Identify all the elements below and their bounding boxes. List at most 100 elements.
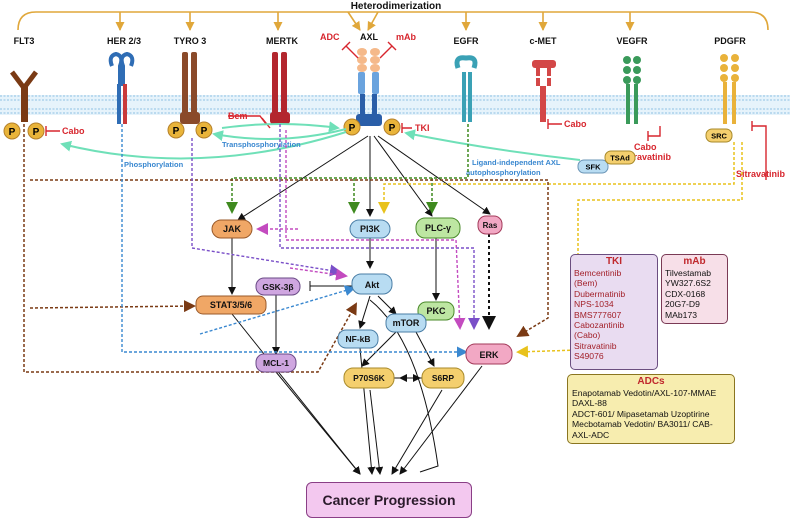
magenta-dashed-arrows [256, 130, 466, 330]
receptor-label-axl: AXL [360, 32, 379, 42]
src-label: SRC [711, 132, 727, 141]
adc-legend: ADCs Enapotamab Vedotin/AXL-107-MMAE DAX… [567, 374, 735, 444]
tki-item: Cabozantinib [574, 320, 625, 331]
receptor-label-pdgfr: PDGFR [714, 36, 746, 46]
pathway-nodes: JAK PI3K PLC-γ Ras GSK-3β Akt PKC STAT3/… [195, 215, 513, 389]
pkc-label: PKC [426, 306, 446, 316]
transphosphorylation-label: Transphosphorylation [222, 140, 301, 149]
bem-label: Bem [228, 111, 248, 121]
akt-label: Akt [365, 280, 380, 290]
tki-item: Dubermatinib [574, 288, 626, 299]
mab-item: MAb173 [665, 309, 698, 320]
cabo-vegfr-label: Cabo [634, 142, 657, 152]
purple-dashed-arrows [191, 124, 480, 330]
jak-label: JAK [223, 224, 242, 234]
mab-legend: mAb Tilvestamab YW327.6S2 CDX-0168 20G7-… [661, 254, 728, 324]
mtor-node [385, 313, 427, 333]
mab-legend-title: mAb [683, 256, 706, 267]
tki-item: NPS-1034 [574, 299, 614, 310]
ras-node [477, 215, 503, 235]
mab-item: YW327.6S2 [665, 278, 711, 289]
tki-item: BMS777607 [574, 309, 622, 320]
erk-label: ERK [479, 350, 499, 360]
receptor-label-egfr: EGFR [453, 36, 479, 46]
title-backdrop [340, 0, 450, 11]
tsad-node [604, 150, 636, 165]
cabo-flt3-label: Cabo [62, 126, 85, 136]
adc-legend-title: ADCs [637, 376, 665, 387]
sitra-pdgfr-label: Sitravatinib [736, 169, 786, 179]
flt3-phospho-right: P [33, 127, 40, 138]
tki-item: Bemcentinib [574, 268, 622, 278]
pi3k-node [349, 219, 391, 239]
receptor-label-vegfr: VEGFR [616, 36, 648, 46]
s6rp-node [421, 367, 465, 389]
egfr-receptor-icon [454, 55, 478, 122]
flt3-phospho-left: P [9, 127, 16, 138]
adapter-nodes: SFK TSAd SRC [577, 128, 733, 174]
sfk-node [577, 159, 609, 174]
tki-label: TKI [415, 123, 430, 133]
tki-item: (Bem) [574, 278, 598, 289]
her-receptor-icon [108, 51, 135, 124]
cancer-progression-box: Cancer Progression [306, 482, 472, 518]
gsk-node [255, 277, 301, 296]
vegfr-receptor-icon [623, 56, 641, 124]
yellow-dashed-arrows [378, 142, 743, 358]
adc-item: ADCT-601/ Mipasetamab Uzoptirine [572, 408, 710, 419]
stat-label: STAT3/5/6 [210, 300, 252, 310]
ligand-independent-label-1: Ligand-independent AXL [472, 158, 561, 167]
adc-item: Enapotamab Vedotin/AXL-107-MMAE [572, 388, 717, 398]
sfk-label: SFK [586, 163, 602, 172]
plc-label: PLC-γ [425, 223, 451, 233]
sitra-vegfr-label: Sitravatinib [622, 152, 672, 162]
adc-item: DAXL-88 [572, 398, 607, 409]
heterodimerization-label: Heterodimerization [351, 1, 442, 12]
pi3k-label: PI3K [360, 224, 381, 234]
tki-legend: TKI Bemcentinib (Bem) Dubermatinib NPS-1… [570, 254, 658, 370]
tki-item: (Cabo) [574, 330, 601, 341]
phosphorylation-arrows [60, 121, 581, 161]
erk-node [465, 343, 513, 365]
tki-legend-title: TKI [605, 256, 623, 267]
receptor-label-her: HER 2/3 [107, 36, 141, 46]
src-node [705, 128, 733, 143]
pkc-node [417, 301, 455, 321]
receptor-label-flt3: FLT3 [14, 36, 35, 46]
p70s6k-label: P70S6K [353, 373, 386, 383]
receptor-label-tyro3: TYRO 3 [174, 36, 207, 46]
tyro3-phospho-left: P [173, 126, 180, 137]
adc-label: ADC [320, 32, 340, 42]
nfkb-node [337, 329, 379, 349]
mab-label: mAb [396, 32, 417, 42]
tyro3-receptor-icon [180, 52, 200, 124]
mab-item: Tilvestamab [665, 268, 712, 278]
tki-item: S49076 [574, 351, 604, 362]
s6rp-label: S6RP [432, 373, 455, 383]
ras-label: Ras [483, 221, 498, 230]
cell-membrane [0, 95, 790, 115]
mertk-receptor-icon [270, 52, 290, 124]
stat-node [195, 295, 267, 315]
mab-item: 20G7-D9 [665, 299, 700, 310]
blue-dashed-arrows [121, 124, 468, 358]
axl-phospho-left: P [349, 123, 356, 134]
axl-receptor-icon [356, 48, 382, 126]
p70s6k-node [343, 367, 395, 389]
cabo-cmet-label: Cabo [564, 119, 587, 129]
phosphorylation-label: Phosphorylation [124, 160, 184, 169]
green-dashed-arrows [226, 124, 469, 214]
inhibitor-marks [45, 41, 767, 180]
gsk-label: GSK-3β [262, 282, 293, 292]
receptor-label-mertk: MERTK [266, 36, 298, 46]
tyro3-phospho-right: P [201, 126, 208, 137]
pdgfr-receptor-icon [720, 54, 739, 124]
ligand-independent-label-2: autophosphorylation [466, 168, 541, 177]
adc-item: Mecbotamab Vedotin/ BA3011/ CAB-AXL-ADC [572, 419, 713, 440]
receptor-label-cmet: c-MET [530, 36, 558, 46]
nfkb-label: NF-kB [345, 334, 370, 344]
brown-dashed-arrows [23, 124, 549, 373]
cmet-receptor-icon [532, 60, 556, 122]
